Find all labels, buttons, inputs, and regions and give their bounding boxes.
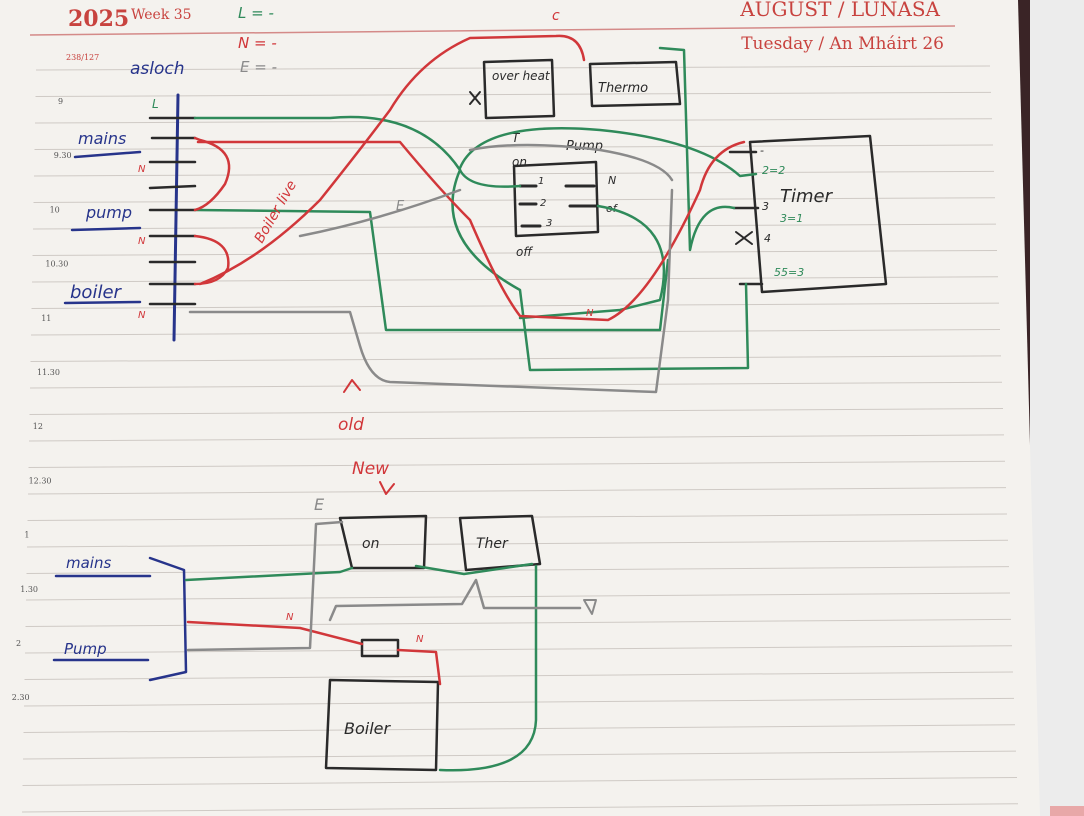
- ruled-line: [35, 91, 992, 97]
- label-pump: pump: [85, 203, 132, 222]
- label-overheat: over heat: [492, 69, 551, 83]
- mark-n-pump: N: [138, 236, 146, 247]
- label-thermo: Thermo: [598, 81, 648, 96]
- time-label: 11.30: [37, 368, 60, 377]
- ruled-line: [29, 408, 1004, 415]
- mark-e-old: E: [396, 199, 405, 214]
- ruled-line: [30, 329, 1001, 336]
- label-boiler-box: Boiler: [344, 719, 392, 738]
- time-label: 9.30: [54, 151, 72, 160]
- mark-n-new-1: N: [286, 612, 294, 623]
- switch-pos-3: 3: [546, 218, 552, 229]
- timer-term-1: 2=2: [762, 164, 785, 177]
- ruled-line: [22, 776, 1018, 786]
- time-label: 2.30: [12, 693, 30, 702]
- ruled-line: [26, 539, 1009, 548]
- mark-e-new: E: [314, 495, 325, 514]
- day-title: Tuesday / An Mháirt 26: [741, 34, 944, 54]
- ruled-line: [29, 381, 1003, 389]
- ruled-line: [28, 460, 1006, 468]
- label-switch-on: on: [512, 155, 527, 169]
- terminal-block-spine: [172, 93, 180, 342]
- time-label: 10: [50, 205, 60, 214]
- ruled-line: [26, 566, 1010, 574]
- ruled-line: [25, 592, 1011, 601]
- timer-dash: -: [760, 144, 764, 157]
- ruled-line: [24, 645, 1013, 654]
- label-new-pump: Pump: [64, 640, 107, 658]
- time-label: 12: [33, 422, 43, 431]
- ruled-line: [23, 724, 1016, 733]
- month-title: AUGUST / LUNASA: [739, 0, 940, 21]
- label-ther-box: Ther: [476, 536, 509, 552]
- timer-term-2: 3=1: [780, 212, 803, 225]
- label-mains: mains: [78, 129, 126, 148]
- ruled-line: [34, 144, 994, 150]
- timer-three: 3: [762, 200, 769, 213]
- time-label: 11: [41, 314, 51, 323]
- ribbon-marker: [1050, 806, 1084, 816]
- label-timer: Timer: [780, 186, 834, 207]
- legend-live: L = -: [238, 4, 274, 22]
- old-wiring-diagram: asloch mains pump boiler L N N N over he…: [63, 8, 888, 435]
- label-boiler: boiler: [70, 282, 123, 303]
- ruled-line: [35, 65, 991, 71]
- label-new: New: [352, 459, 389, 479]
- time-label: 10.30: [45, 260, 68, 269]
- ruled-line: [31, 302, 1000, 309]
- ruled-line: [34, 118, 993, 124]
- legend-earth: E = -: [240, 58, 277, 76]
- mark-n-bottom: N: [586, 308, 594, 319]
- time-label: 9: [58, 97, 63, 106]
- time-label: 12.30: [29, 476, 52, 485]
- timer-term-3: 4: [764, 232, 771, 245]
- ruled-line: [27, 487, 1007, 495]
- ruled-line: [25, 618, 1012, 627]
- label-on-box: on: [362, 536, 379, 552]
- time-label: 1.30: [20, 585, 38, 594]
- new-wiring-diagram: New E mains Pump on Ther Boiler N N: [52, 459, 597, 772]
- time-label: 2: [16, 639, 21, 648]
- time-label: 1: [24, 531, 29, 540]
- mark-n-boiler: N: [138, 310, 146, 321]
- mark-n-mains: N: [138, 164, 146, 175]
- ruled-line: [23, 697, 1015, 707]
- paper-sheet: [0, 0, 1040, 816]
- legend-neutral: N = -: [238, 34, 277, 52]
- week-number: Week 35: [131, 7, 192, 23]
- ruled-line: [21, 803, 1019, 813]
- mark-c: c: [552, 8, 560, 24]
- ruled-line: [31, 276, 999, 283]
- label-new-mains: mains: [66, 554, 111, 572]
- next-page-edge: [1030, 0, 1084, 816]
- mark-n-new-2: N: [416, 634, 424, 645]
- header-rule: [29, 25, 956, 36]
- label-old: old: [338, 415, 364, 435]
- day-of-year: 238/127: [66, 53, 99, 62]
- ruled-line: [24, 671, 1014, 680]
- switch-pos-1: 1: [538, 176, 544, 187]
- mark-t: T: [512, 131, 521, 145]
- label-asloch: asloch: [130, 59, 185, 79]
- ruled-line: [30, 355, 1002, 362]
- mark-switch-n: N: [608, 174, 616, 187]
- ruled-line: [28, 434, 1005, 442]
- timer-term-4: 55=3: [774, 266, 804, 279]
- ruled-line: [32, 249, 998, 256]
- label-switch-off: off: [516, 245, 533, 259]
- mark-l: L: [152, 97, 159, 111]
- switch-pos-2: 2: [540, 198, 546, 209]
- year: 2025: [68, 6, 129, 32]
